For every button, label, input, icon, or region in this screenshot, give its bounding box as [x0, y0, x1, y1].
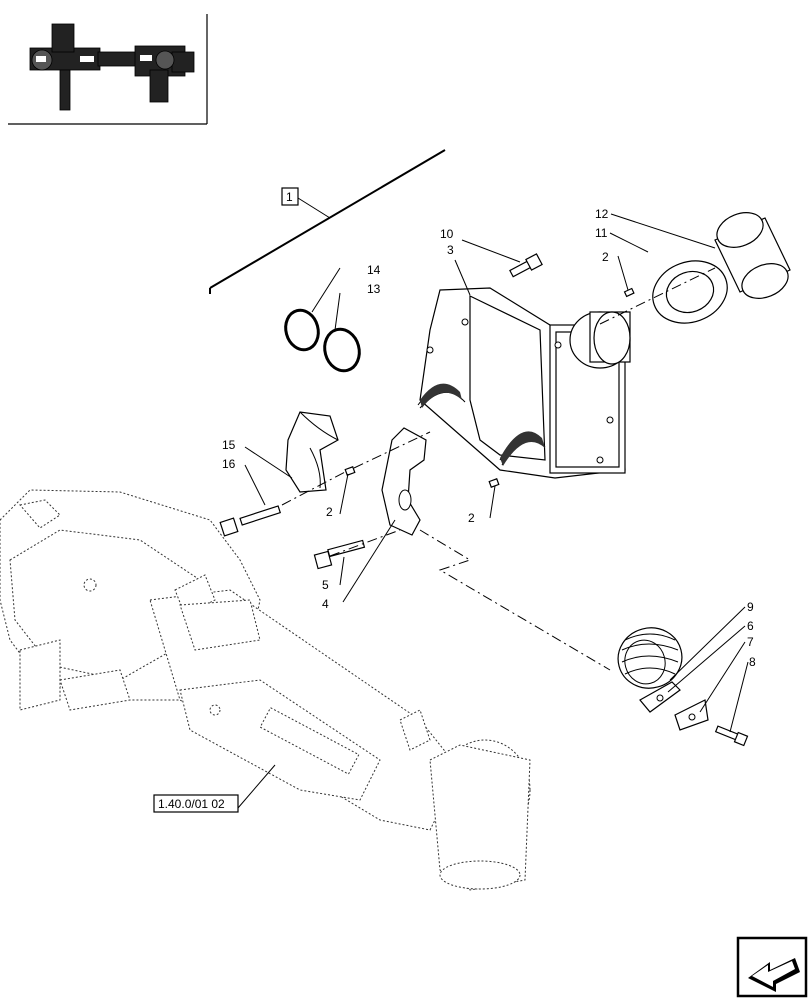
- assembly-centerlines: [281, 267, 716, 671]
- callout-labels: 12 11 10 3 2 14 13 15 16 2 2 5 4 9 6 7 8: [222, 207, 756, 669]
- dowel-pin-part-2-c[interactable]: [488, 478, 500, 488]
- ring-part-14[interactable]: [281, 307, 322, 354]
- callout-9: 9: [747, 600, 754, 614]
- callout-2-left: 2: [326, 505, 333, 519]
- callout-3: 3: [447, 243, 454, 257]
- splined-coupling-part-9[interactable]: [611, 621, 688, 696]
- dowel-pin-part-2-b[interactable]: [344, 466, 356, 476]
- callout-4: 4: [322, 597, 329, 611]
- bolt-part-5[interactable]: [313, 539, 366, 570]
- axle-housing-ghost: [0, 489, 531, 891]
- group-callout-1-text: 1: [286, 190, 293, 204]
- callout-6: 6: [747, 619, 754, 633]
- plate-part-6[interactable]: [639, 681, 681, 713]
- main-housing-part-3[interactable]: [417, 287, 631, 479]
- cross-reference-box[interactable]: 1.40.0/01 02: [153, 794, 239, 813]
- callout-11: 11: [595, 226, 608, 240]
- cross-reference-text: 1.40.0/01 02: [158, 797, 225, 811]
- leader-lines: [237, 213, 749, 809]
- callout-2-right: 2: [468, 511, 475, 525]
- ring-part-13[interactable]: [320, 325, 364, 374]
- gasket-part-11[interactable]: [644, 251, 736, 333]
- bush-part-12[interactable]: [712, 206, 793, 305]
- bearing-cap-part-4[interactable]: [381, 427, 427, 536]
- callout-5: 5: [322, 578, 329, 592]
- bolt-part-8[interactable]: [714, 725, 749, 747]
- callout-15: 15: [222, 438, 236, 452]
- callout-13: 13: [367, 282, 381, 296]
- callout-16: 16: [222, 457, 236, 471]
- callout-10: 10: [440, 227, 454, 241]
- callout-2-top: 2: [602, 250, 609, 264]
- callout-7: 7: [747, 635, 754, 649]
- callout-8: 8: [749, 655, 756, 669]
- bolt-part-16[interactable]: [219, 505, 282, 537]
- axle-assembly-thumbnail-icon[interactable]: [8, 14, 208, 125]
- plate-part-7[interactable]: [674, 699, 709, 731]
- bolt-part-10[interactable]: [509, 253, 543, 278]
- next-page-arrow-icon[interactable]: [736, 936, 808, 998]
- callout-12: 12: [595, 207, 609, 221]
- group-callout-1[interactable]: 1: [209, 149, 446, 294]
- callout-14: 14: [367, 263, 381, 277]
- dowel-pin-part-2-a[interactable]: [623, 287, 635, 298]
